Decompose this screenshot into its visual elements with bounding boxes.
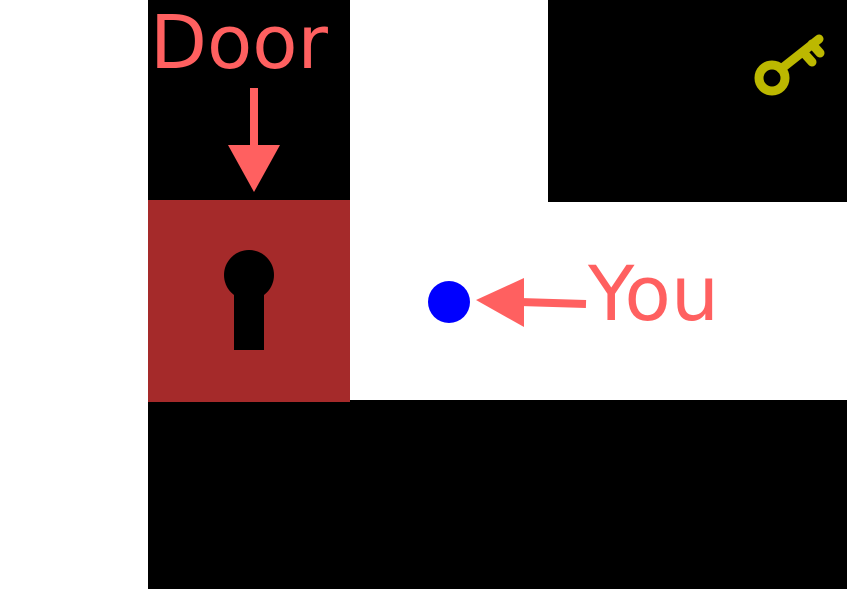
wall-top-right (548, 0, 847, 202)
key-icon[interactable] (745, 28, 835, 118)
you-arrow-head (476, 278, 524, 327)
player-label: You (588, 249, 719, 338)
door-label: Door (150, 0, 328, 86)
player-dot[interactable] (428, 281, 470, 323)
you-arrow-shaft (519, 298, 587, 308)
wall-bottom (148, 400, 847, 589)
keyhole-icon (224, 250, 274, 350)
locked-door[interactable] (148, 200, 350, 402)
